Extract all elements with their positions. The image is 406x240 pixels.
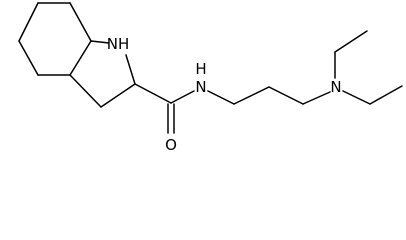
structural-formula: NH H N N O xyxy=(18,2,403,154)
ring-nh-label: NH xyxy=(107,35,130,53)
carbonyl-o-label: O xyxy=(165,136,177,154)
bond-ring6-5 xyxy=(18,40,39,76)
bond-ring5-c3-c3a xyxy=(69,74,102,108)
bond-ring5-n-c2 xyxy=(125,54,136,85)
bond-ring6-6 xyxy=(18,2,39,42)
bond-ring6-3 xyxy=(69,40,92,76)
bond-propyl-n xyxy=(302,91,331,105)
amine-n-label: N xyxy=(330,78,341,96)
bond-c2-carbonyl xyxy=(134,83,172,104)
bond-ethyl-a2 xyxy=(334,30,368,53)
bond-ring5-c7a-n xyxy=(90,40,110,44)
bond-propyl-3 xyxy=(268,86,304,105)
bond-n-propyl-1 xyxy=(207,90,235,105)
amide-h-label: H xyxy=(195,60,206,78)
amide-n-label: N xyxy=(195,78,206,96)
bond-ring6-2 xyxy=(69,2,92,42)
bond-ring5-c2-c3 xyxy=(100,83,136,108)
bond-propyl-2 xyxy=(233,86,270,105)
bond-ethyl-b2 xyxy=(369,85,403,105)
bond-carbonyl-n xyxy=(170,90,195,104)
bond-n-ethyl-b1 xyxy=(342,90,371,105)
